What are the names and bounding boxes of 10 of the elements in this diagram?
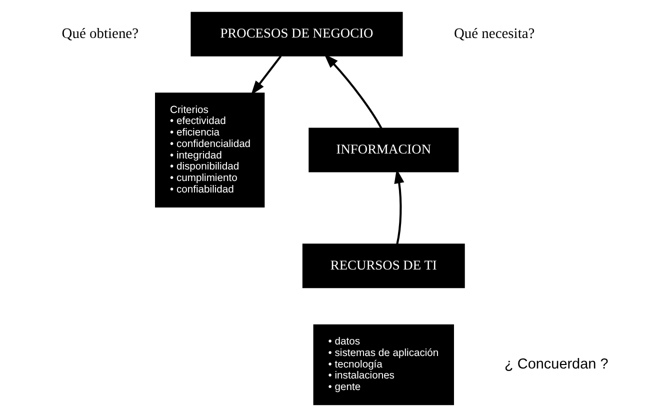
node-box: PROCESOS DE NEGOCIO bbox=[190, 12, 403, 56]
label: Qué necesita? bbox=[454, 26, 535, 42]
node-box: RECURSOS DE TI bbox=[302, 244, 465, 288]
label: ¿ Concuerdan ? bbox=[504, 356, 608, 373]
node-box: Criterios • efectividad • eficiencia • confidencialidad • integridad • disponibilidad • cumplimiento • confiabilidad bbox=[155, 92, 265, 208]
arrow bbox=[324, 54, 382, 129]
label: Qué obtiene? bbox=[62, 26, 139, 42]
node-box: INFORMACION bbox=[308, 128, 459, 172]
arrow bbox=[250, 55, 282, 96]
node-box: • datos • sistemas de aplicación • tecnología • instalaciones • gente bbox=[313, 324, 454, 406]
